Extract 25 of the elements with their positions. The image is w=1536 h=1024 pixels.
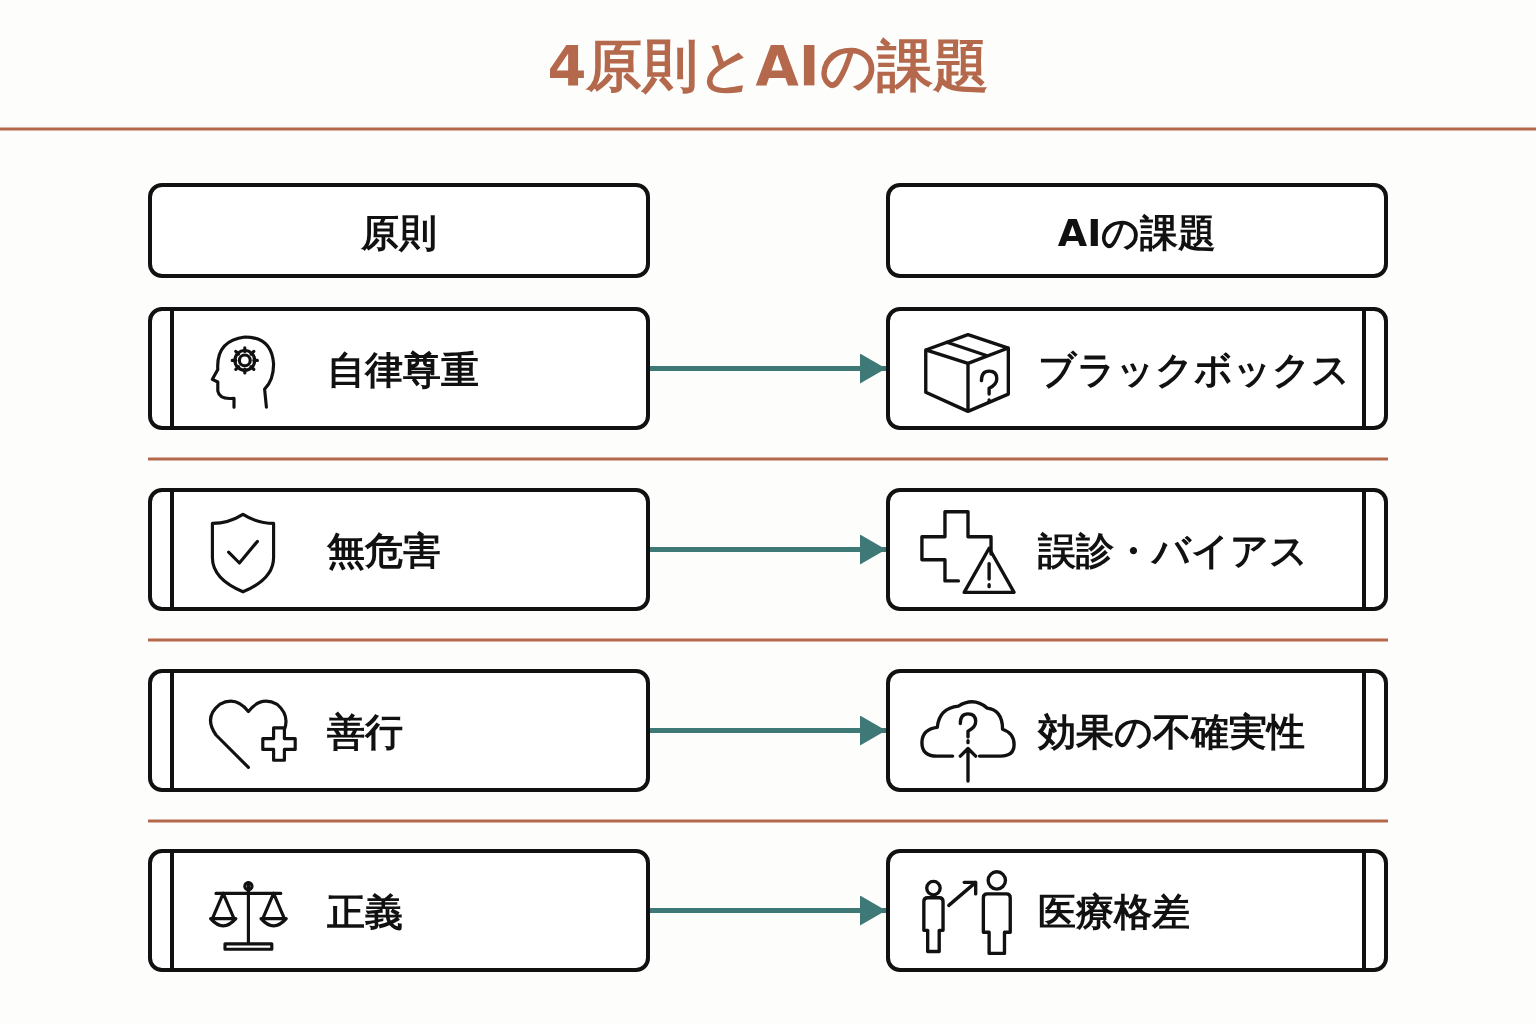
- header-box: [886, 183, 1388, 278]
- title: 4原則とAIの課題: [547, 33, 989, 98]
- principle-box: [148, 849, 650, 972]
- box-label: 効果の不確実性: [1038, 713, 1305, 751]
- principle-box: [148, 669, 650, 792]
- header-box: [148, 183, 650, 278]
- box-label: 誤診・バイアス: [1038, 532, 1308, 570]
- issue-box: [886, 307, 1388, 430]
- issue-box: [886, 488, 1388, 611]
- principle-box: [148, 488, 650, 611]
- box-label: 善行: [327, 713, 403, 751]
- arrow: [650, 353, 886, 384]
- arrow: [650, 715, 886, 746]
- arrow: [650, 895, 886, 926]
- column-heading: AIの課題: [1056, 214, 1218, 252]
- principle-box: [148, 307, 650, 430]
- box-label: ブラックボックス: [1038, 351, 1350, 389]
- issue-box: [886, 669, 1388, 792]
- column-heading: 原則: [360, 214, 438, 252]
- box-label: 正義: [327, 893, 403, 931]
- issue-box: [886, 849, 1388, 972]
- box-label: 自律尊重: [327, 351, 479, 389]
- box-label: 無危害: [327, 532, 441, 570]
- arrow: [650, 534, 886, 565]
- box-label: 医療格差: [1038, 893, 1190, 931]
